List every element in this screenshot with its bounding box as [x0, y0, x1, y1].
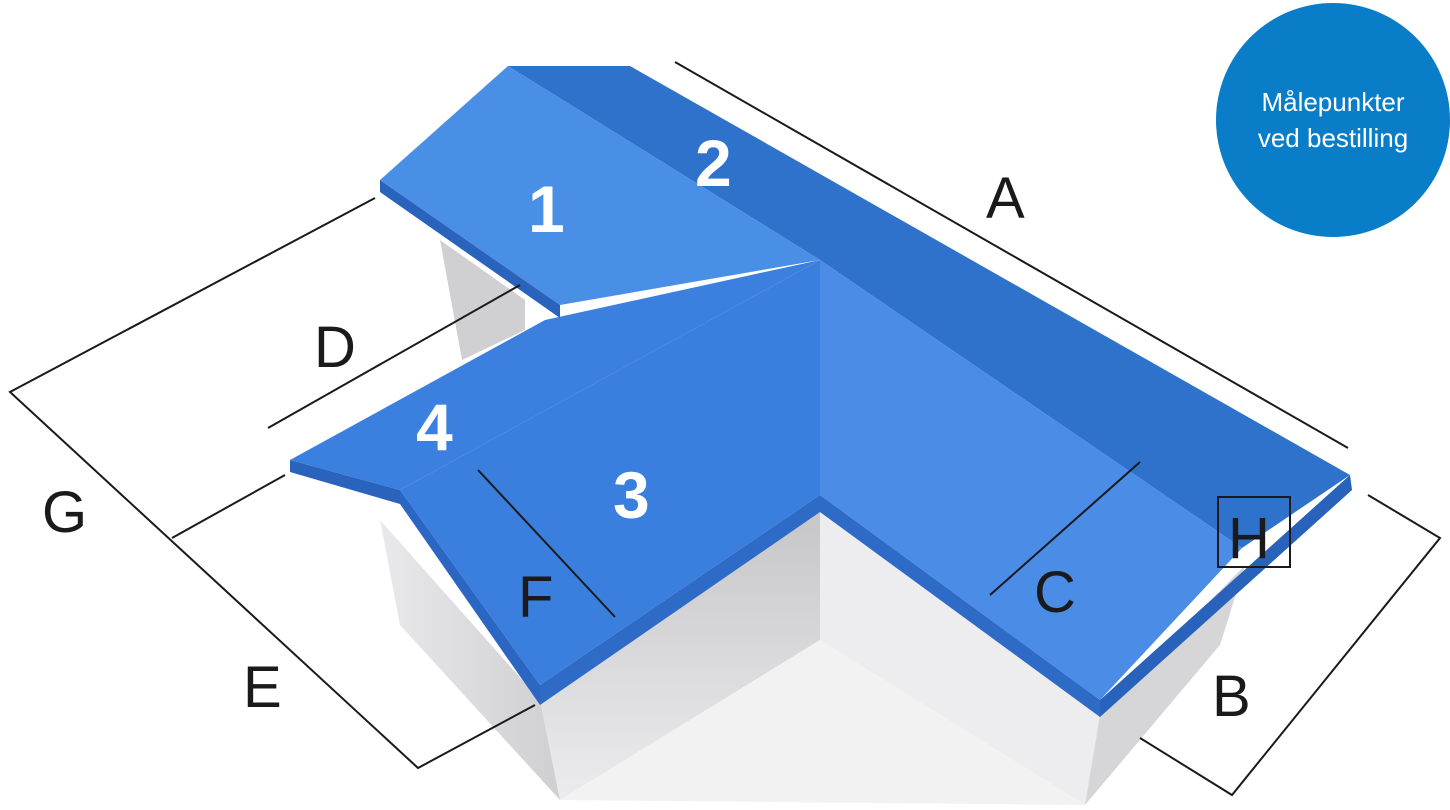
roof-face-label-3: 3: [613, 458, 650, 532]
dimension-label-d: D: [314, 315, 356, 380]
measure-line-a: [674, 61, 1349, 449]
wall-right-side: [1085, 565, 1245, 805]
measure-box-h: [1217, 496, 1291, 568]
dimension-label-b: B: [1212, 664, 1251, 729]
building-walls: [380, 240, 1245, 805]
measure-line-d: [267, 284, 521, 429]
dimension-label-e: E: [243, 655, 282, 720]
roof-face-label-4: 4: [416, 390, 453, 464]
roof-edge-wing-left: [290, 460, 400, 504]
roof-edge-left-hip: [380, 180, 560, 318]
measurement-lines: [8, 61, 1442, 797]
roof-main-slope: [820, 260, 1242, 700]
wall-back-left: [440, 240, 525, 360]
roof-face-label-1: 1: [528, 172, 565, 246]
measure-line-c: [989, 461, 1141, 596]
roof-edge-front: [540, 495, 820, 705]
dimension-label-h: H: [1228, 506, 1270, 571]
measure-line-b: [1139, 494, 1442, 797]
dimension-label-f: F: [518, 565, 553, 630]
badge-line-1: Målepunkter: [1261, 87, 1405, 117]
dimension-label-a: A: [986, 166, 1025, 231]
wall-right-front: [820, 510, 1100, 805]
roof-edge-right-front: [820, 495, 1100, 717]
dimension-label-c: C: [1034, 560, 1076, 625]
dimension-labels: A B C D E F G H: [42, 166, 1270, 729]
measure-line-e: [171, 474, 286, 539]
roof-face-1: [380, 66, 820, 305]
roof-face-3: [400, 260, 820, 685]
measure-line-g: [8, 197, 536, 770]
measure-line-f: [477, 469, 616, 618]
wall-far-bottom: [560, 640, 1085, 805]
measure-points-badge: Målepunkter ved bestilling: [1216, 3, 1450, 237]
roof: 1 2 3 4: [290, 66, 1352, 717]
badge-line-2: ved bestilling: [1257, 123, 1409, 153]
roof-face-label-2: 2: [695, 126, 732, 200]
roof-face-2: [508, 66, 1350, 548]
roof-face-4: [290, 260, 820, 490]
dimension-label-g: G: [42, 480, 87, 545]
roof-edge-wing-front: [400, 490, 540, 705]
wall-front-middle: [540, 510, 820, 800]
wall-left-front: [380, 520, 560, 800]
